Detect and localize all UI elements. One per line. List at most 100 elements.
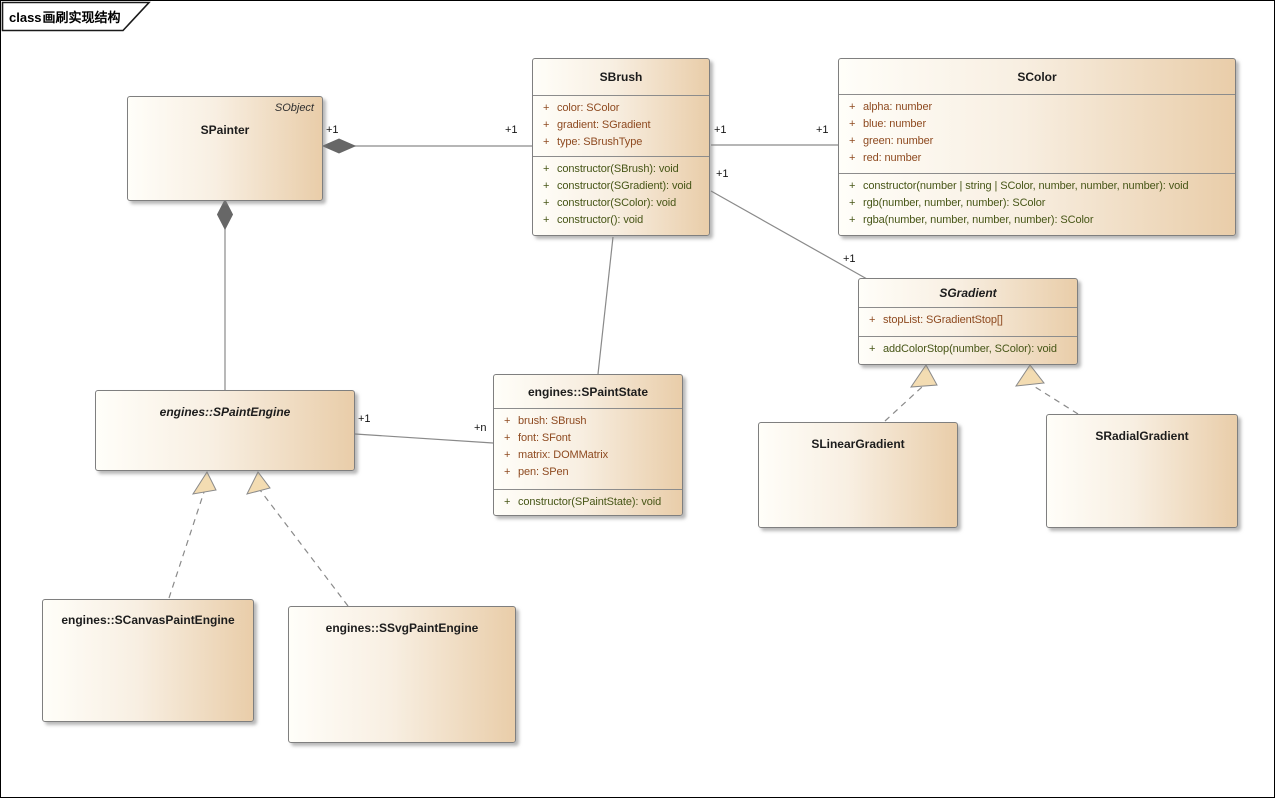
class-title: SGradient: [939, 286, 997, 300]
method-row[interactable]: +rgba(number, number, number, number): S…: [839, 212, 1235, 229]
attribute-row[interactable]: + green: number: [839, 133, 1235, 150]
attributes-compartment: +brush: SBrush+font: SFont+matrix: DOMMa…: [494, 409, 682, 490]
class-title: SPainter: [200, 123, 250, 137]
class-box-sgradient[interactable]: SGradient +stopList: SGradientStop[] +addC…: [858, 278, 1078, 365]
class-box-engines-spaintstate[interactable]: engines::SPaintState+brush: SBrush+font:…: [493, 374, 683, 516]
attributes-compartment: +stopList: SGradientStop[]: [859, 308, 1077, 337]
methods-compartment: +constructor(number | string | SColor, n…: [839, 174, 1235, 235]
visibility-marker: +: [504, 496, 511, 508]
class-title: SRadialGradient: [1095, 429, 1189, 443]
visibility-marker: +: [504, 449, 511, 461]
visibility-marker: +: [849, 152, 856, 164]
visibility-marker: +: [504, 466, 511, 478]
multiplicity-label: +1: [505, 124, 518, 136]
class-title: engines::SPaintEngine: [159, 405, 291, 419]
visibility-marker: +: [849, 101, 856, 113]
attribute-row[interactable]: + blue: number: [839, 116, 1235, 133]
method-text: constructor(SGradient): void: [557, 180, 692, 192]
attribute-text: pen: SPen: [518, 466, 569, 478]
class-box-engines-ssvgpaintengine[interactable]: engines::SSvgPaintEngine: [288, 606, 516, 743]
method-row[interactable]: + constructor(SGradient): void: [533, 178, 709, 195]
attribute-text: gradient: SGradient: [557, 119, 651, 131]
attribute-row[interactable]: + gradient: SGradient: [533, 117, 709, 134]
class-header: SRadialGradient: [1047, 415, 1237, 527]
method-row[interactable]: +rgb(number, number, number): SColor: [839, 195, 1235, 212]
class-header: engines::SPaintState: [494, 375, 682, 409]
attribute-row[interactable]: + red: number: [839, 150, 1235, 167]
attribute-row[interactable]: +stopList: SGradientStop[]: [859, 312, 1077, 329]
attribute-row[interactable]: + alpha: number: [839, 99, 1235, 116]
generalization-arrow-icon: [191, 470, 217, 495]
composition-diamond-icon: [216, 198, 234, 231]
method-row[interactable]: + constructor(SBrush): void: [533, 161, 709, 178]
class-box-scolor[interactable]: SColor + alpha: number + blue: number + green:…: [838, 58, 1236, 236]
class-box-sbrush[interactable]: SBrush+color: SColor+gradient: SGradient…: [532, 58, 710, 236]
class-header: SGradient: [859, 279, 1077, 308]
multiplicity-label: +1: [326, 124, 339, 136]
connector-sradialgradient-sgradient-realization[interactable]: [1031, 384, 1079, 415]
method-text: constructor(): void: [557, 214, 644, 226]
method-text: rgba(number, number, number, number): SC…: [863, 214, 1094, 226]
connector-ssvgpaintengine-spaintengine-realization[interactable]: [259, 489, 349, 607]
attribute-text: font: SFont: [518, 432, 571, 444]
connector-scanvaspaintengine-spaintengine-realization[interactable]: [168, 491, 205, 599]
frame-tab: [1, 1, 151, 32]
visibility-marker: +: [543, 180, 550, 192]
attribute-text: color: SColor: [557, 102, 620, 114]
class-header: engines::SCanvasPaintEngine: [43, 600, 253, 721]
class-box-sradialgradient[interactable]: SRadialGradient: [1046, 414, 1238, 528]
visibility-marker: +: [849, 197, 856, 209]
generalization-arrow-icon: [1014, 364, 1045, 387]
attribute-row[interactable]: + font: SFont: [494, 430, 682, 447]
attribute-text: alpha: number: [863, 101, 933, 113]
attribute-text: stopList: SGradientStop[]: [883, 314, 1003, 326]
method-text: constructor(SBrush): void: [557, 163, 679, 175]
attribute-row[interactable]: +color: SColor: [533, 100, 709, 117]
visibility-marker: +: [504, 432, 511, 444]
multiplicity-label: +1: [816, 124, 829, 136]
attribute-text: green: number: [863, 135, 934, 147]
generalization-arrow-icon: [910, 364, 938, 388]
class-box-engines-spaintengine[interactable]: engines::SPaintEngine: [95, 390, 355, 471]
frame-keyword: class: [9, 10, 42, 25]
attribute-row[interactable]: + pen: SPen: [494, 464, 682, 481]
visibility-marker: +: [543, 119, 550, 131]
attribute-row[interactable]: +type: SBrushType: [533, 134, 709, 151]
connector-sbrush-spaintstate-association[interactable]: [597, 236, 614, 375]
class-title: SColor: [1017, 69, 1057, 84]
visibility-marker: +: [543, 163, 550, 175]
class-header: engines::SPaintEngine: [96, 391, 354, 470]
method-row[interactable]: +constructor(SColor): void: [533, 195, 709, 212]
method-row[interactable]: +constructor(number | string | SColor, n…: [839, 178, 1235, 195]
method-row[interactable]: +constructor(): void: [533, 212, 709, 229]
method-text: addColorStop(number, SColor): void: [883, 343, 1057, 355]
generalization-arrow-icon: [246, 471, 271, 495]
class-header: SBrush: [533, 59, 709, 96]
visibility-marker: +: [849, 118, 856, 130]
frame-title: class画刷实现结构: [9, 10, 121, 25]
class-header: SColor: [839, 59, 1235, 95]
method-row[interactable]: +constructor(SPaintState): void: [494, 494, 682, 511]
multiplicity-label: +1: [843, 253, 856, 265]
visibility-marker: +: [504, 415, 511, 427]
attribute-text: matrix: DOMMatrix: [518, 449, 608, 461]
attribute-text: red: number: [863, 152, 922, 164]
class-box-engines-scanvaspaintengine[interactable]: engines::SCanvasPaintEngine: [42, 599, 254, 722]
visibility-marker: +: [849, 135, 856, 147]
class-box-slineargradient[interactable]: SLinearGradient: [758, 422, 958, 528]
class-title: engines::SCanvasPaintEngine: [61, 613, 235, 627]
attribute-row[interactable]: + matrix: DOMMatrix: [494, 447, 682, 464]
class-title: SBrush: [599, 70, 643, 84]
connector-spaintengine-spaintstate-association[interactable]: [354, 433, 494, 444]
attributes-compartment: +color: SColor + gradient: SGradient +type:…: [533, 96, 709, 157]
class-header: engines::SSvgPaintEngine: [289, 607, 515, 742]
attribute-row[interactable]: +brush: SBrush: [494, 413, 682, 430]
method-row[interactable]: +addColorStop(number, SColor): void: [859, 341, 1077, 358]
attribute-text: blue: number: [863, 118, 927, 130]
class-title: engines::SPaintState: [527, 384, 649, 399]
frame-diagram-name: 画刷实现结构: [43, 10, 121, 25]
connector-slineargradient-sgradient-realization[interactable]: [884, 386, 923, 422]
